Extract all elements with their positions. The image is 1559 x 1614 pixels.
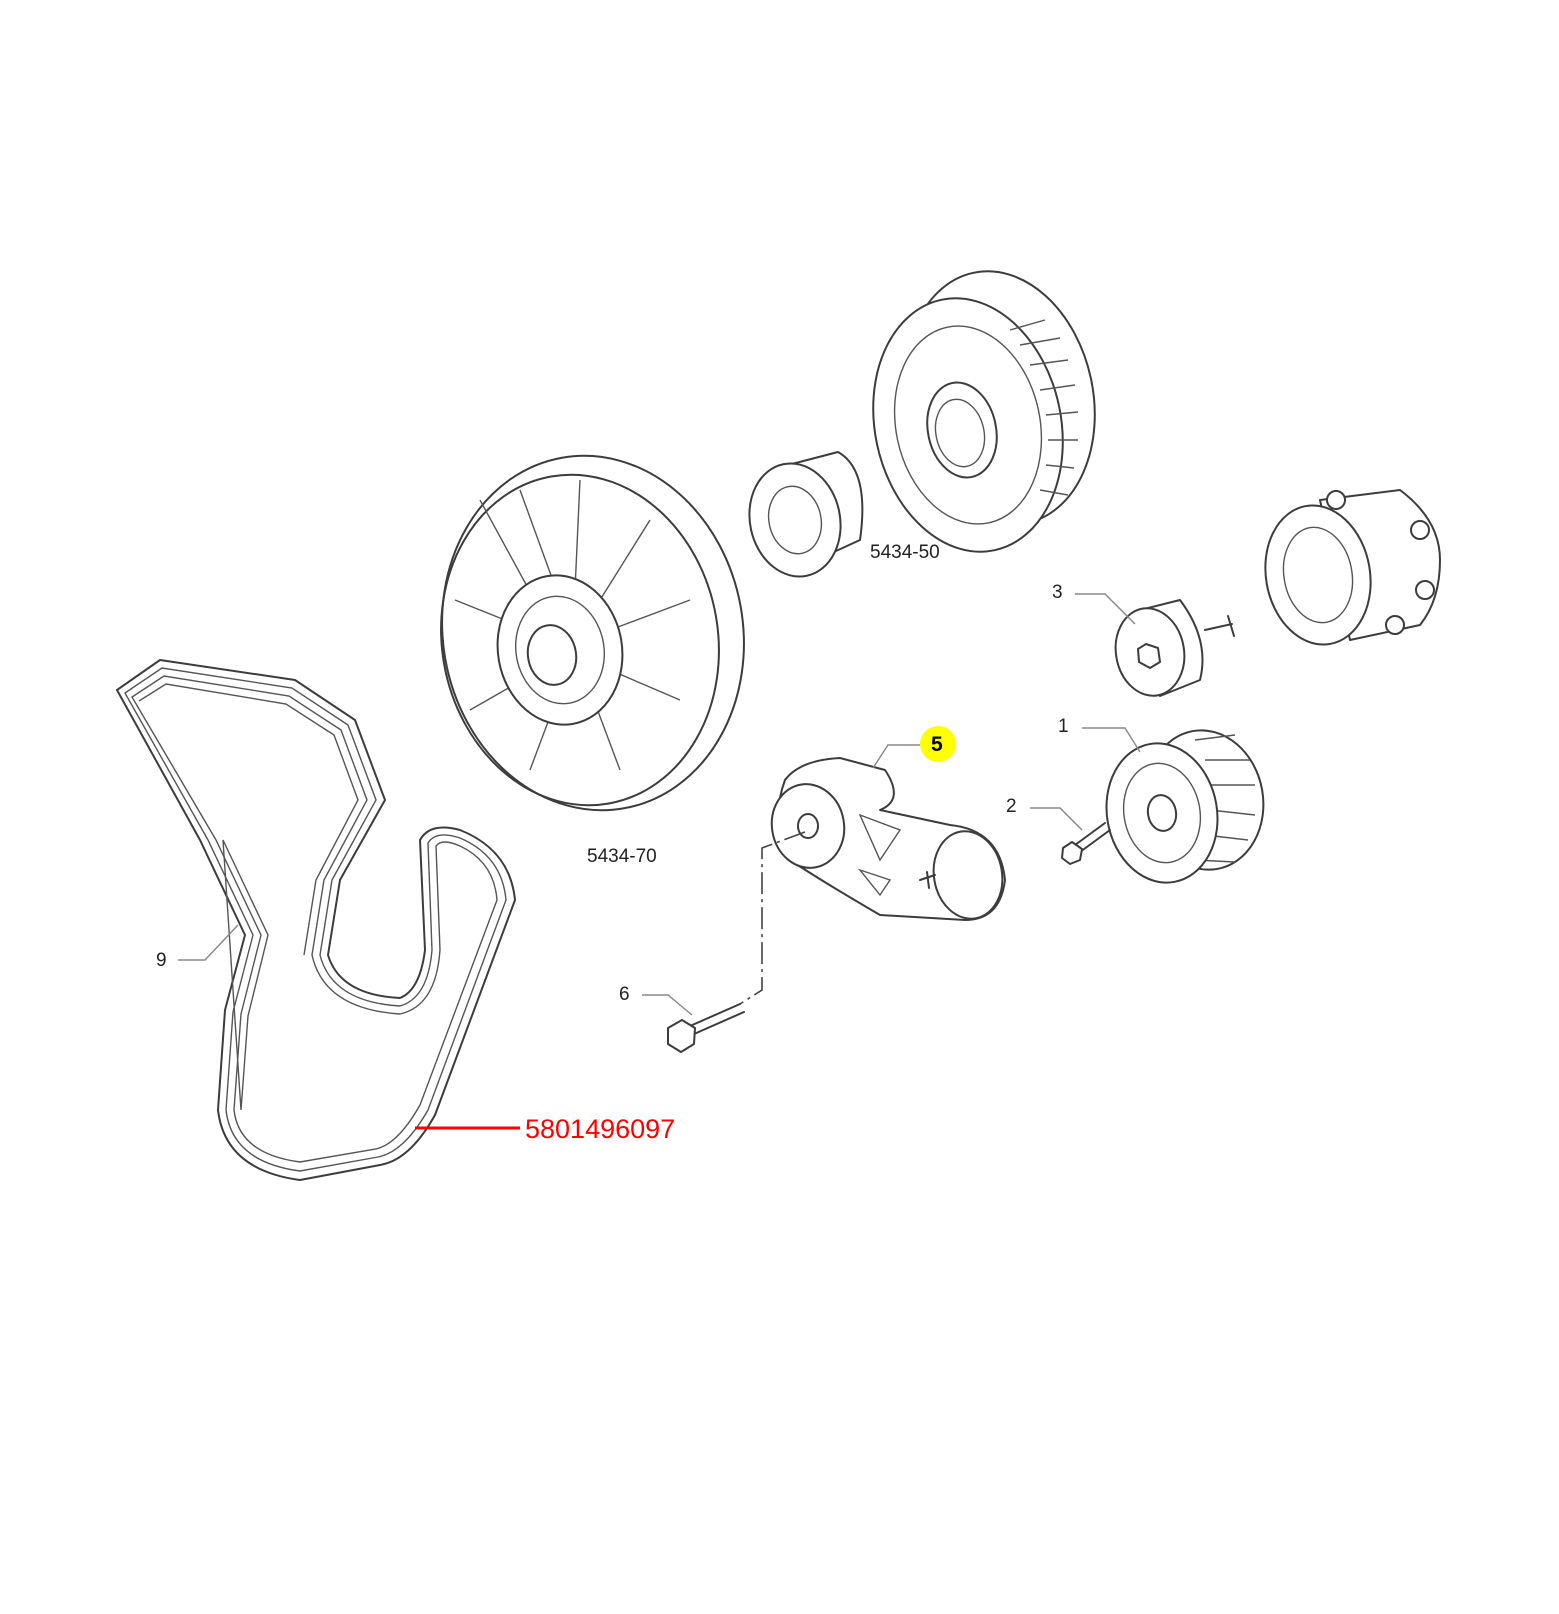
belt-9-drawing: [116, 659, 516, 1181]
callout-6[interactable]: 6: [619, 984, 630, 1005]
fan-drawing: [440, 454, 745, 812]
callout-1[interactable]: 1: [1058, 716, 1069, 737]
callout-3[interactable]: 3: [1052, 582, 1063, 603]
water-pump-drawing: [1264, 489, 1441, 646]
leader-idler-3: [1075, 593, 1136, 625]
leader-bolt-2: [1030, 807, 1083, 831]
callout-2[interactable]: 2: [1006, 796, 1017, 817]
group-label-fan: 5434-70: [587, 846, 657, 867]
leader-tensioner-5: [872, 744, 920, 769]
bolt-2-drawing: [1061, 822, 1111, 865]
callout-5[interactable]: 5: [931, 733, 943, 756]
leader-idler-1: [1082, 727, 1141, 753]
part-number-label[interactable]: 5801496097: [525, 1114, 675, 1144]
tensioner-5-drawing: [770, 757, 1006, 921]
crank-pulley-drawing: [872, 270, 1096, 553]
spacer-drawing: [748, 451, 864, 578]
callout-9[interactable]: 9: [156, 950, 167, 971]
group-label-pulley: 5434-50: [870, 542, 940, 563]
bolt-6-drawing: [667, 1003, 745, 1053]
highlight-marker: [920, 726, 956, 762]
idler-1-drawing: [1105, 729, 1265, 884]
leader-bolt-6: [642, 994, 693, 1016]
leader-belt-9: [178, 924, 239, 961]
assembly-centerline: [739, 831, 806, 1005]
idler-3-drawing: [1114, 599, 1235, 697]
